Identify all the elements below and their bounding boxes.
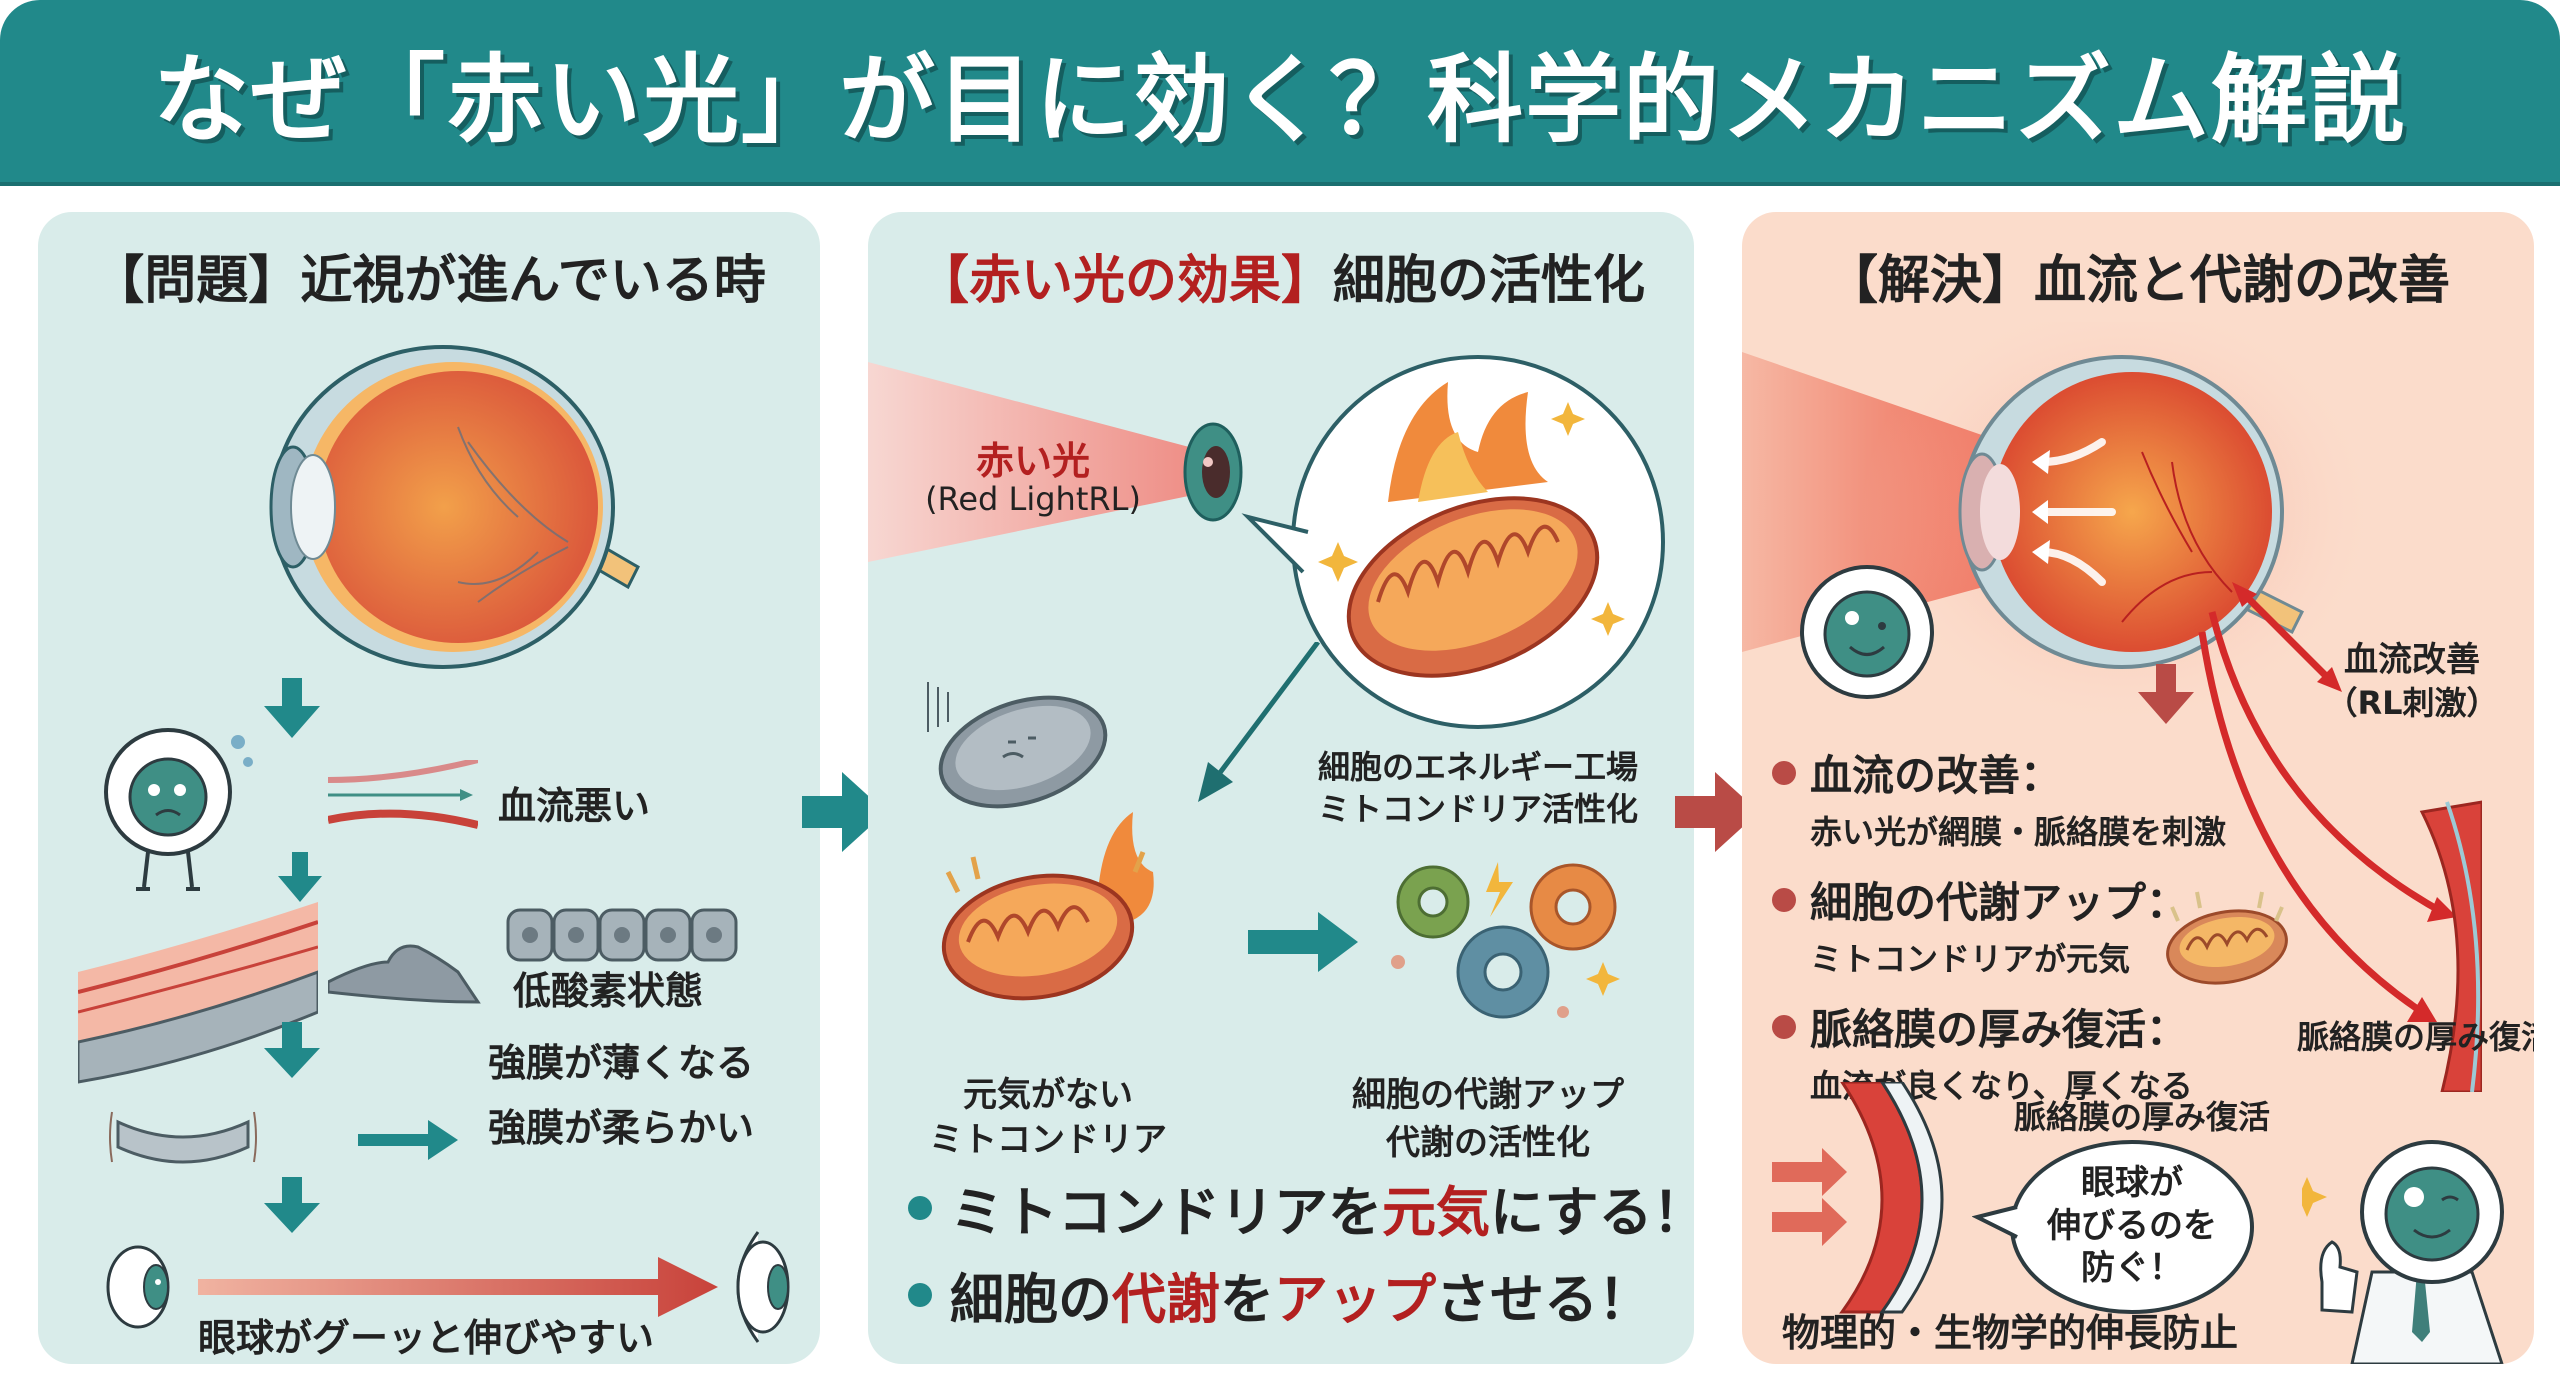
problem-panel: 【問題】近視が進んでいる時 [38, 212, 820, 1364]
step-label-thin-sclera: 強膜が薄くなる [488, 1041, 755, 1085]
flow-improvement-label: 血流改善 [2344, 640, 2480, 680]
happy-eye-mascot-icon [1800, 565, 1934, 699]
panel-transition-arrow-icon [802, 772, 886, 852]
down-arrow-icon [264, 1177, 320, 1233]
problem-panel-title: 【問題】近視が進んでいる時 [92, 251, 766, 311]
bullet-dot-icon [1772, 760, 1796, 785]
solution-list: 血流の改善： 赤い光が網膜・脈絡膜を刺激 細胞の代謝アップ： ミトコンドリアが元… [1772, 742, 2226, 1123]
effect-title-rest: 細胞の活性化 [1333, 251, 1646, 311]
active-mitochondria-bubble-icon [1241, 355, 1665, 729]
blood-vessel-icon [328, 760, 478, 829]
down-arrow-icon [2138, 664, 2194, 724]
bubble-line: 防ぐ！ [2081, 1248, 2183, 1288]
factory-caption-2: ミトコンドリア活性化 [1317, 790, 1638, 828]
choroid-layer-icon [1772, 1082, 1944, 1314]
choroid-caption-bottom: 脈絡膜の厚み復活 [2013, 1098, 2270, 1136]
factory-caption-1: 細胞のエネルギー工場 [1317, 748, 1638, 786]
normal-eye-icon [106, 1245, 170, 1329]
effect-bullets: ミトコンドリアを元気にする！ 細胞の代謝をアップさせる！ [908, 1160, 1694, 1334]
bullet-text: にする！ [1490, 1181, 1694, 1244]
right-arrow-icon [358, 1120, 458, 1160]
soft-sclera-icon [109, 1111, 257, 1164]
effect-title-highlight: 【赤い光の効果】 [916, 251, 1333, 311]
right-arrow-icon [1248, 912, 1358, 972]
tired-caption-1: 元気がない [963, 1075, 1133, 1115]
metabolism-caption-1: 細胞の代謝アップ [1352, 1075, 1624, 1115]
down-arrow-icon [264, 1022, 320, 1078]
panel-transition-arrow-icon [1675, 772, 1759, 852]
hypoxic-cells-icon [328, 908, 738, 1004]
sclera-layer-icon [78, 902, 318, 1084]
flow-improvement-sublabel: （RL刺激） [2325, 684, 2499, 722]
speech-bubble-text: 眼球が 伸びるのを 防ぐ！ [2032, 1162, 2232, 1290]
effect-bullet-2: 細胞の代謝をアップさせる！ [908, 1255, 1694, 1334]
bullet-text: ミトコンドリアを [950, 1181, 1382, 1244]
bullet-dot-icon [1772, 887, 1796, 912]
doctor-eye-mascot-icon [2302, 1140, 2504, 1364]
red-light-beam-icon [868, 362, 1243, 562]
effect-panel-title: 【赤い光の効果】細胞の活性化 [868, 238, 1694, 313]
bullet-highlight: 代謝 [1112, 1268, 1220, 1331]
tired-mitochondria-icon [927, 682, 1108, 809]
bullet-text: させる！ [1436, 1268, 1652, 1331]
tired-caption-2: ミトコンドリア [929, 1120, 1167, 1160]
step-label-hypoxia: 低酸素状態 [513, 969, 704, 1013]
elongated-eye-icon [736, 1231, 790, 1343]
bullet-text: を [1220, 1268, 1274, 1331]
solution-footer: 物理的・生物学的伸長防止 [1782, 1311, 2239, 1355]
solution-item-desc: 赤い光が網膜・脈絡膜を刺激 [1810, 813, 2227, 851]
title-bar: なぜ「赤い光」が目に効く？科学的メカニズム解説 [0, 0, 2560, 186]
step-label-blood-flow: 血流悪い [498, 784, 651, 828]
red-light-sublabel: (Red LightRL) [925, 480, 1141, 518]
eye-cross-section-icon [269, 345, 640, 669]
problem-result-label: 眼球がグーッと伸びやすい [198, 1316, 655, 1360]
bubble-line: 眼球が [2081, 1163, 2183, 1203]
speech-bubble-icon [1972, 1140, 2254, 1314]
choroid-caption-right: 脈絡膜の厚み復活 [2297, 1018, 2534, 1056]
blood-flow-arrows-icon [2198, 582, 2482, 1092]
elongation-arrow-icon [198, 1257, 718, 1317]
effect-panel: 【赤い光の効果】細胞の活性化 赤い光 (Red LightRL) [868, 212, 1694, 1364]
gears-icon [1391, 862, 1620, 1019]
effect-bullet-1: ミトコンドリアを元気にする！ [908, 1168, 1694, 1247]
illuminated-eye-icon [1742, 322, 2382, 732]
bullet-dot-icon [908, 1282, 932, 1307]
worried-eye-mascot-icon [104, 728, 253, 891]
step-label-soft-sclera: 強膜が柔らかい [488, 1106, 755, 1150]
energized-mitochondria-icon [941, 812, 1154, 1001]
solution-item: 血流の改善： 赤い光が網膜・脈絡膜を刺激 [1772, 742, 2226, 853]
solution-item-head: 細胞の代謝アップ： [1810, 878, 2189, 927]
solution-panel-title: 【解決】血流と代謝の改善 [1825, 251, 2450, 311]
diagonal-arrow-icon [1198, 642, 1320, 802]
bubble-line: 伸びるのを [2047, 1205, 2217, 1246]
solution-item-desc: ミトコンドリアが元気 [1810, 940, 2131, 978]
small-mitochondria-icon [2166, 891, 2288, 985]
bullet-highlight: アップ [1274, 1268, 1436, 1331]
solution-panel: 【解決】血流と代謝の改善 [1742, 212, 2534, 1364]
metabolism-caption-2: 代謝の活性化 [1386, 1123, 1590, 1163]
solution-item-head: 脈絡膜の厚み復活： [1810, 1005, 2189, 1054]
bullet-dot-icon [1772, 1014, 1796, 1039]
solution-item-head: 血流の改善： [1810, 751, 2063, 800]
red-light-label: 赤い光 [975, 439, 1090, 483]
page-title: なぜ「赤い光」が目に効く？科学的メカニズム解説 [153, 43, 2407, 156]
bullet-dot-icon [908, 1195, 932, 1220]
bullet-text: 細胞の [950, 1268, 1112, 1331]
down-arrow-icon [278, 852, 322, 902]
solution-item: 細胞の代謝アップ： ミトコンドリアが元気 [1772, 869, 2226, 980]
bullet-highlight: 元気 [1382, 1181, 1490, 1244]
down-arrow-icon [264, 678, 320, 738]
